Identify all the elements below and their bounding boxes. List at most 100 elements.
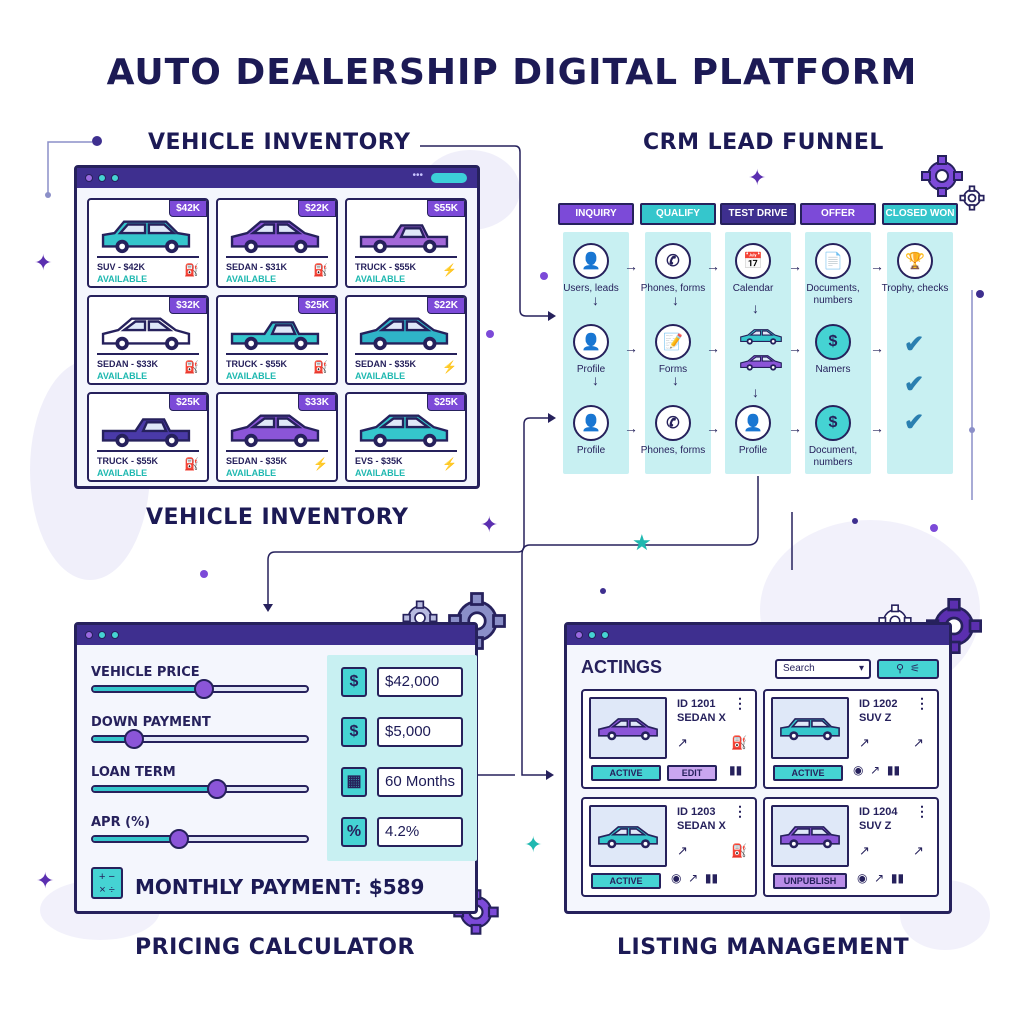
status-badge[interactable]: ACTIVE (773, 765, 843, 781)
vehicle-card[interactable]: $32K SEDAN - $33K AVAILABLE ⛽ (87, 295, 209, 385)
slider-fill (93, 837, 179, 841)
more-menu-icon[interactable]: ⋮ (915, 803, 929, 819)
slider-fill (93, 787, 218, 791)
listings-title: ACTINGS (581, 657, 662, 677)
stats-icons[interactable]: ◉ ↗ ▮▮ (853, 763, 900, 777)
vehicle-name: SEDAN - $35K (226, 456, 288, 466)
stats-icons[interactable]: ◉ ↗ ▮▮ (671, 871, 718, 885)
window-action-button[interactable] (431, 173, 467, 183)
sparkle-icon: ✦ (748, 165, 767, 190)
price-tag: $55K (427, 200, 465, 217)
trend-icon: ↗ (859, 843, 870, 858)
bar-chart-icon: ▮▮ (886, 763, 901, 777)
bolt-icon: ⚡ (313, 457, 328, 471)
bolt-icon: ⚡ (442, 360, 457, 374)
more-menu-icon[interactable]: ⋮ (733, 803, 747, 819)
price-tag: $33K (298, 394, 336, 411)
eye-icon[interactable]: ◉ (853, 763, 864, 777)
listing-model: SUV Z (859, 820, 892, 832)
car-icon (226, 311, 324, 358)
window-titlebar (567, 625, 949, 645)
user-search-icon: ⚲ (895, 663, 905, 675)
calc-value-field[interactable]: 60 Months (377, 767, 463, 797)
vehicle-name: TRUCK - $55K (355, 262, 417, 272)
slider-knob[interactable] (123, 729, 144, 749)
car-icon (97, 311, 195, 358)
status-badge[interactable]: ACTIVE (591, 765, 661, 781)
vehicle-card[interactable]: $25K TRUCK - $55K AVAILABLE ⛽ (216, 295, 338, 385)
calc-slider[interactable] (91, 829, 309, 849)
divider (355, 256, 457, 258)
listing-model: SEDAN X (677, 712, 726, 724)
search-label: Search (783, 663, 815, 674)
vehicle-name: TRUCK - $55K (226, 359, 288, 369)
vehicle-name: SUV - $42K (97, 262, 146, 272)
price-tag: $25K (298, 297, 336, 314)
car-icon (97, 408, 195, 455)
vehicle-card[interactable]: $22K SEDAN - $35K AVAILABLE ⚡ (345, 295, 467, 385)
calc-label: APR (%) (91, 815, 151, 830)
divider (226, 353, 328, 355)
trend-icon: ↗ (859, 735, 870, 750)
listing-thumbnail (589, 697, 667, 759)
eye-icon[interactable]: ◉ (671, 871, 682, 885)
calc-value-field[interactable]: $42,000 (377, 667, 463, 697)
car-icon (355, 214, 453, 261)
status-badge[interactable]: ACTIVE (591, 873, 661, 889)
trend-icon: ↗ (677, 735, 688, 750)
vehicle-card[interactable]: $55K TRUCK - $55K AVAILABLE ⚡ (345, 198, 467, 288)
status-badge[interactable]: UNPUBLISH (773, 873, 847, 889)
calc-value-field[interactable]: 4.2% (377, 817, 463, 847)
more-menu-icon[interactable]: ⋮ (915, 695, 929, 711)
car-icon (97, 214, 195, 261)
slider-fill (93, 687, 205, 691)
divider (226, 256, 328, 258)
calc-value-field[interactable]: $5,000 (377, 717, 463, 747)
bolt-icon: ⚡ (442, 457, 457, 471)
bar-chart-icon[interactable]: ▮▮ (729, 763, 743, 777)
trend-icon: ↗ (874, 871, 885, 885)
calc-label: VEHICLE PRICE (91, 665, 200, 680)
edit-button[interactable]: EDIT (667, 765, 717, 781)
calc-label: LOAN TERM (91, 765, 176, 780)
more-menu-icon[interactable]: ⋮ (733, 695, 747, 711)
divider (355, 450, 457, 452)
car-icon (355, 311, 453, 358)
availability-status: AVAILABLE (97, 371, 148, 381)
vehicle-card[interactable]: $22K SEDAN - $31K AVAILABLE ⛽ (216, 198, 338, 288)
section-label-listing: LISTING MANAGEMENT (617, 935, 910, 960)
listing-thumbnail (771, 805, 849, 867)
vehicle-card[interactable]: $25K TRUCK - $55K AVAILABLE ⛽ (87, 392, 209, 482)
vehicle-card[interactable]: $25K EVS - $35K AVAILABLE ⚡ (345, 392, 467, 482)
stats-icons[interactable]: ◉ ↗ ▮▮ (857, 871, 904, 885)
vehicle-card[interactable]: $42K SUV - $42K AVAILABLE ⛽ (87, 198, 209, 288)
slider-knob[interactable] (168, 829, 189, 849)
availability-status: AVAILABLE (355, 468, 406, 478)
vehicle-card[interactable]: $33K SEDAN - $35K AVAILABLE ⚡ (216, 392, 338, 482)
slider-fill (93, 737, 134, 741)
divider (97, 450, 199, 452)
price-tag: $25K (427, 394, 465, 411)
calc-slider[interactable] (91, 729, 309, 749)
filter-button[interactable]: ⚲ ⚟ (877, 659, 939, 679)
slider-knob[interactable] (207, 779, 228, 799)
vehicle-name: EVS - $35K (355, 456, 403, 466)
car-icon (226, 214, 324, 261)
slider-knob[interactable] (194, 679, 215, 699)
eye-icon[interactable]: ◉ (857, 871, 868, 885)
inventory-grid: $42K SUV - $42K AVAILABLE ⛽ $22K SEDAN -… (87, 198, 475, 482)
calc-slider[interactable] (91, 679, 309, 699)
window-titlebar: ••• (77, 168, 477, 188)
fuel-icon: ⛽ (184, 457, 199, 471)
fuel-icon: ⛽ (313, 360, 328, 374)
dollar-icon: $ (341, 667, 367, 697)
search-dropdown[interactable]: Search ▾ (775, 659, 871, 679)
calculator-icon[interactable]: + −× ÷ (91, 867, 123, 899)
calc-slider[interactable] (91, 779, 309, 799)
